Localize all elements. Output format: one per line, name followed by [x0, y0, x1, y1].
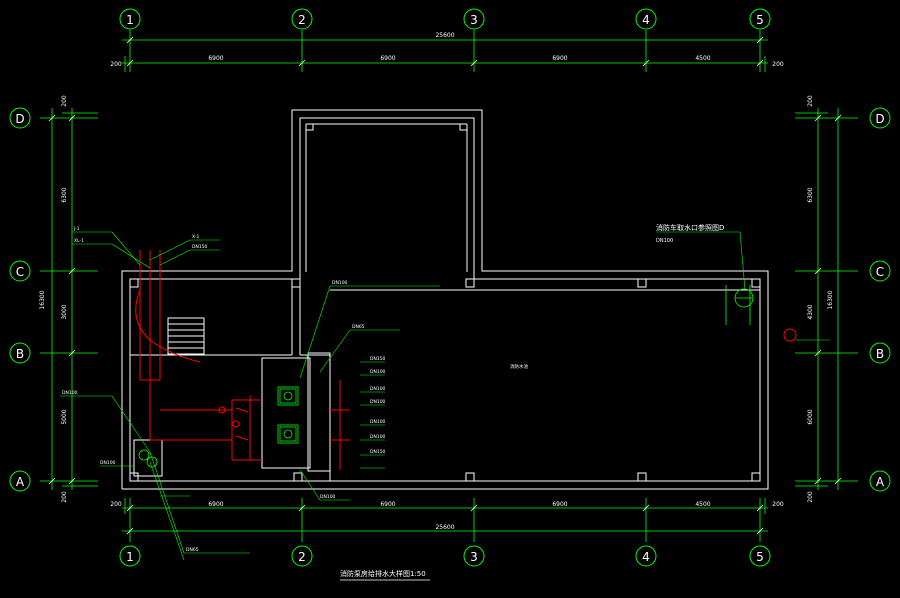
axis-label-left: B — [16, 347, 24, 361]
axis-label-right: A — [876, 475, 885, 489]
top-dimension-ticks — [126, 36, 764, 67]
left-edge-dimension-top: 200 — [61, 95, 68, 107]
axis-label-top: 1 — [126, 13, 134, 27]
bottom-axis-bubbles — [119, 545, 771, 567]
room-label: 消防水池 — [510, 363, 528, 370]
right-span-dimension: 6300 — [807, 187, 814, 202]
pipe-label: DN100 — [370, 434, 386, 440]
top-total-dimension: 25600 — [435, 32, 454, 39]
pipe-label: DN100 — [100, 460, 116, 466]
top-span-dimension: 6900 — [208, 55, 223, 62]
pipe-label: DN100 — [62, 390, 78, 396]
top-span-dimension: 6900 — [380, 55, 395, 62]
pipe-label: DN100 — [370, 399, 386, 405]
drawing-title: 消防泵房给排水大样图1:50 — [340, 569, 426, 578]
axis-label-bottom: 1 — [126, 550, 134, 564]
axis-label-right: B — [876, 347, 884, 361]
top-axis-bubbles — [119, 8, 771, 30]
left-total-dimension: 16300 — [39, 290, 46, 309]
pump-equipment — [138, 285, 754, 468]
right-total-dimension: 16300 — [827, 290, 834, 309]
left-span-dimension: 5000 — [61, 409, 68, 424]
pipe-label: X-1 — [192, 234, 199, 240]
axis-label-top: 5 — [756, 13, 764, 27]
top-dimension-lines — [122, 30, 768, 72]
bottom-span-dimension: 6900 — [552, 501, 567, 508]
pipe-label: DN100 — [332, 280, 348, 286]
hydrant-sub: DN100 — [656, 238, 673, 244]
pipe-label: DN100 — [370, 386, 386, 392]
fire-water-pipes — [135, 250, 797, 470]
left-span-dimension: 3000 — [61, 304, 68, 319]
axis-label-left: C — [16, 265, 24, 279]
axis-label-top: 2 — [298, 13, 306, 27]
left-axis-bubbles — [9, 107, 31, 492]
right-span-dimension: 4300 — [807, 304, 814, 319]
building-walls — [121, 109, 769, 490]
bottom-total-dimension: 25600 — [435, 524, 454, 531]
pipe-label: J-1 — [73, 226, 80, 232]
leader-lines — [60, 231, 830, 561]
axis-label-top: 3 — [470, 13, 478, 27]
axis-label-left: D — [15, 112, 24, 126]
bottom-dimension-lines — [122, 498, 768, 542]
axis-label-top: 4 — [642, 13, 650, 27]
pipe-label: DN100 — [370, 369, 386, 375]
pipe-label: DN150 — [192, 244, 208, 250]
top-span-dimension: 6900 — [552, 55, 567, 62]
axis-label-right: C — [876, 265, 884, 279]
pipe-label: DN150 — [370, 449, 386, 455]
left-edge-dimension-bottom: 200 — [61, 491, 68, 503]
axis-label-right: D — [875, 112, 884, 126]
axis-label-bottom: 3 — [470, 550, 478, 564]
pipe-label: XL-1 — [74, 238, 84, 244]
bottom-span-dimension: 4500 — [695, 501, 710, 508]
axis-label-bottom: 4 — [642, 550, 650, 564]
hydrant-title: 消防车取水口参照图D — [656, 223, 724, 232]
top-edge-dimension-right: 200 — [772, 61, 784, 68]
bottom-dimension-ticks — [126, 504, 764, 535]
right-dimension-lines — [795, 108, 858, 490]
pipe-label: DN100 — [320, 494, 336, 500]
pipe-label: DN100 — [370, 419, 386, 425]
axis-label-bottom: 5 — [756, 550, 764, 564]
right-edge-dimension-top: 200 — [807, 95, 814, 107]
bottom-span-dimension: 6900 — [208, 501, 223, 508]
bottom-edge-dimension-right: 200 — [772, 501, 784, 508]
pipe-label: DN150 — [370, 356, 386, 362]
pipe-label: DN65 — [186, 547, 199, 553]
axis-label-left: A — [16, 475, 25, 489]
pipe-label: DN65 — [352, 324, 365, 330]
right-axis-bubbles — [869, 107, 891, 492]
bottom-edge-dimension-left: 200 — [110, 501, 122, 508]
left-span-dimension: 6300 — [61, 187, 68, 202]
left-dimension-lines — [40, 108, 98, 490]
right-span-dimension: 6000 — [807, 409, 814, 424]
right-dimension-ticks — [814, 114, 842, 485]
axis-label-bottom: 2 — [298, 550, 306, 564]
top-edge-dimension-left: 200 — [110, 61, 122, 68]
bottom-span-dimension: 6900 — [380, 501, 395, 508]
left-dimension-ticks — [48, 114, 76, 485]
right-edge-dimension-bottom: 200 — [807, 491, 814, 503]
top-span-dimension: 4500 — [695, 55, 710, 62]
